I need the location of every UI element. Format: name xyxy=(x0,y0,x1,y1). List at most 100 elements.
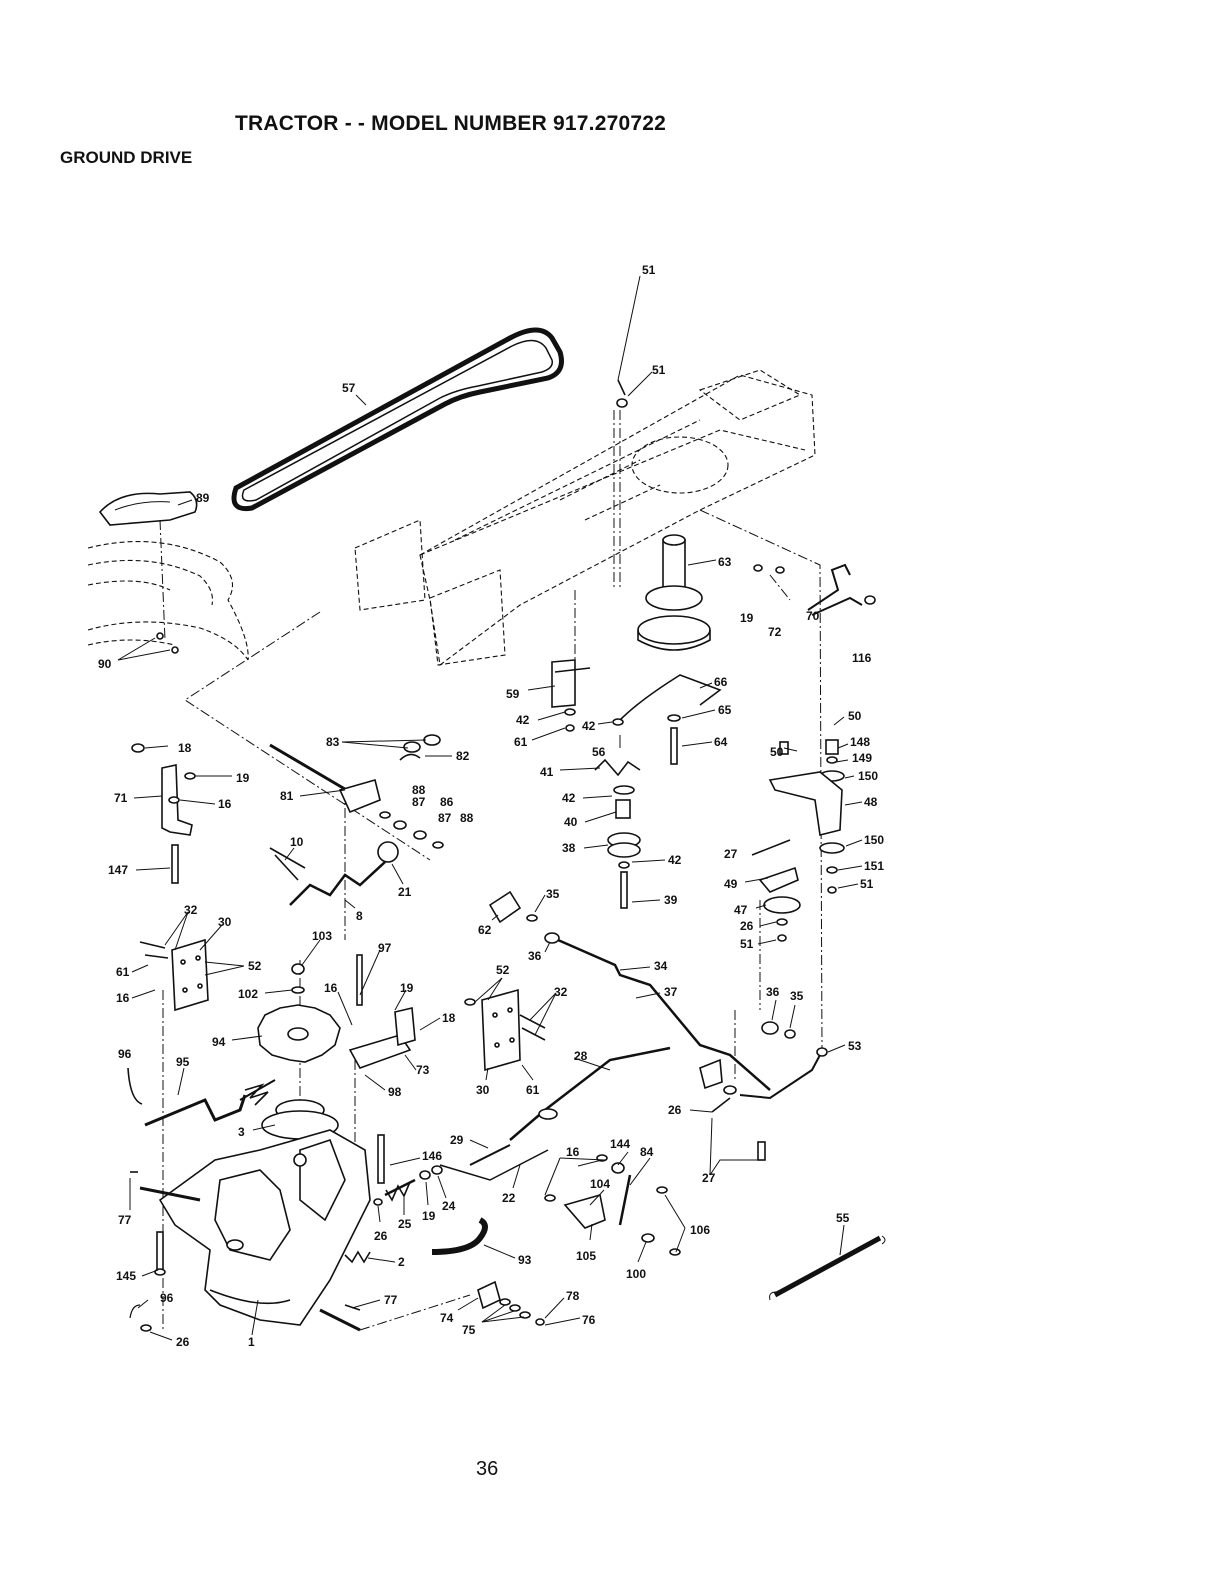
callout-label: 48 xyxy=(864,795,878,809)
callout-label: 78 xyxy=(566,1289,580,1303)
callout-label: 26 xyxy=(668,1103,682,1117)
callout-label: 150 xyxy=(864,833,884,847)
drive-belt xyxy=(231,327,564,512)
callout-label: 74 xyxy=(440,1311,454,1325)
callout-label: 38 xyxy=(562,841,576,855)
top-bolts xyxy=(616,379,628,408)
callout-label: 28 xyxy=(574,1049,588,1063)
callout-label: 57 xyxy=(342,381,356,395)
callout-label: 56 xyxy=(592,745,606,759)
callout-label: 52 xyxy=(248,959,262,973)
callout-label: 61 xyxy=(514,735,528,749)
callout-label: 65 xyxy=(718,703,732,717)
fan-and-pulley xyxy=(257,954,416,1140)
callout-label: 98 xyxy=(388,1085,402,1099)
callout-label: 146 xyxy=(422,1149,442,1163)
callout-label: 19 xyxy=(422,1209,436,1223)
callout-label: 36 xyxy=(766,985,780,999)
callout-label: 51 xyxy=(652,363,666,377)
page-number: 36 xyxy=(476,1458,499,1480)
callout-label: 42 xyxy=(516,713,530,727)
callout-label: 55 xyxy=(836,1211,850,1225)
callout-label: 19 xyxy=(740,611,754,625)
callout-label: 30 xyxy=(218,915,232,929)
shift-lever-shaft xyxy=(127,1067,276,1127)
callout-label: 42 xyxy=(668,853,682,867)
callout-label: 8 xyxy=(356,909,363,923)
callout-label: 16 xyxy=(218,797,232,811)
transaxle xyxy=(139,1129,371,1332)
mounting-brackets xyxy=(139,938,546,1072)
callout-label: 84 xyxy=(640,1145,654,1159)
callout-label: 90 xyxy=(98,657,112,671)
callout-label: 102 xyxy=(238,987,258,1001)
callout-label: 145 xyxy=(116,1269,136,1283)
callout-label: 66 xyxy=(714,675,728,689)
callout-label: 88 xyxy=(460,811,474,825)
callout-label: 105 xyxy=(576,1249,596,1263)
callout-label: 35 xyxy=(790,989,804,1003)
callout-label: 151 xyxy=(864,859,884,873)
right-bracket-assembly xyxy=(751,739,845,942)
callout-label: 148 xyxy=(850,735,870,749)
callout-label: 64 xyxy=(714,735,728,749)
shift-shaft-assembly xyxy=(269,734,444,906)
section-title: GROUND DRIVE xyxy=(60,148,193,167)
callout-label: 147 xyxy=(108,863,128,877)
callout-label: 42 xyxy=(562,791,576,805)
callout-label: 97 xyxy=(378,941,392,955)
callout-label: 61 xyxy=(526,1083,540,1097)
callout-label: 32 xyxy=(554,985,568,999)
callout-label: 77 xyxy=(118,1213,132,1227)
callout-label: 52 xyxy=(496,963,510,977)
callout-label: 100 xyxy=(626,1267,646,1281)
callout-label: 30 xyxy=(476,1083,490,1097)
callout-label: 62 xyxy=(478,923,492,937)
callout-label: 95 xyxy=(176,1055,190,1069)
callout-label: 42 xyxy=(582,719,596,733)
callout-label: 26 xyxy=(374,1229,388,1243)
callout-label: 27 xyxy=(702,1171,716,1185)
callout-label: 16 xyxy=(116,991,130,1005)
callout-label: 53 xyxy=(848,1039,862,1053)
callout-label: 51 xyxy=(642,263,656,277)
lower-parts xyxy=(129,1134,681,1332)
callout-labels: 57 51 51 89 63 19 72 70 116 90 59 42 61 … xyxy=(98,263,884,1349)
callout-label: 19 xyxy=(236,771,250,785)
callout-label: 18 xyxy=(178,741,192,755)
callout-label: 77 xyxy=(384,1293,398,1307)
callout-label: 76 xyxy=(582,1313,596,1327)
callout-label: 24 xyxy=(442,1199,456,1213)
callout-label: 83 xyxy=(326,735,340,749)
callout-label: 16 xyxy=(324,981,338,995)
callout-label: 93 xyxy=(518,1253,532,1267)
callout-label: 35 xyxy=(546,887,560,901)
callout-label: 40 xyxy=(564,815,578,829)
callout-label: 26 xyxy=(740,919,754,933)
callout-label: 61 xyxy=(116,965,130,979)
callout-label: 70 xyxy=(806,609,820,623)
callout-label: 26 xyxy=(176,1335,190,1349)
brake-rod-assembly xyxy=(439,890,828,1181)
callout-label: 89 xyxy=(196,491,210,505)
callout-label: 144 xyxy=(610,1137,630,1151)
callout-label: 96 xyxy=(160,1291,174,1305)
callout-label: 50 xyxy=(848,709,862,723)
linkage-brackets xyxy=(551,659,722,909)
callout-label: 22 xyxy=(502,1191,516,1205)
leader-lines xyxy=(117,275,863,1341)
callout-label: 82 xyxy=(456,749,470,763)
callout-label: 1 xyxy=(248,1335,255,1349)
callout-label: 59 xyxy=(506,687,520,701)
page-title: TRACTOR - - MODEL NUMBER 917.270722 xyxy=(235,112,666,135)
fender-area xyxy=(87,491,249,661)
callout-label: 39 xyxy=(664,893,678,907)
callout-label: 34 xyxy=(654,959,668,973)
callout-label: 51 xyxy=(740,937,754,951)
callout-label: 51 xyxy=(860,877,874,891)
callout-label: 81 xyxy=(280,789,294,803)
callout-label: 2 xyxy=(398,1255,405,1269)
frame-outline xyxy=(354,369,816,666)
callout-label: 27 xyxy=(724,847,738,861)
